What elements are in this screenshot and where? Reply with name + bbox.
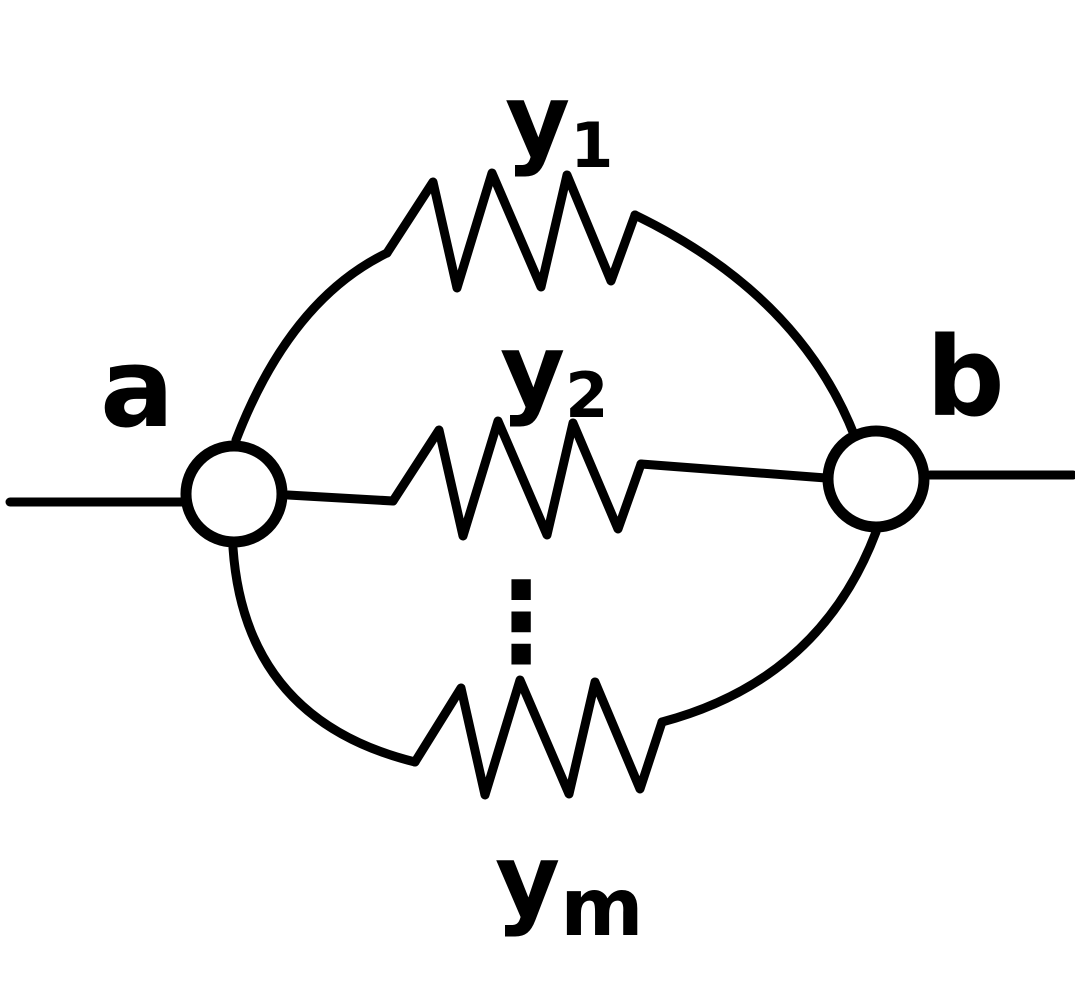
resistor-m-symbol: y	[495, 822, 560, 939]
branch-1-right-wire	[630, 210, 860, 442]
resistor-m-subscript: m	[560, 861, 643, 954]
node-b-label: b	[926, 313, 1005, 441]
resistor-1-subscript: 1	[570, 109, 613, 182]
resistor-2-zigzag	[388, 416, 646, 541]
node-a-circle	[180, 440, 288, 548]
branch-1-left-wire	[231, 248, 392, 445]
branch-m-right-wire	[657, 527, 881, 727]
branch-2-right-wire	[636, 459, 831, 483]
branch-ellipsis: ⋮	[466, 558, 576, 686]
resistor-1-label: y1	[505, 62, 613, 182]
resistor-2-subscript: 2	[565, 359, 608, 432]
node-b-circle	[822, 425, 930, 533]
resistor-m-label: ym	[495, 822, 644, 954]
node-a-label: a	[100, 324, 174, 452]
resistor-2-label: y2	[500, 312, 608, 432]
resistor-m-zigzag	[410, 675, 667, 800]
resistor-2-symbol: y	[500, 312, 565, 429]
resistor-1-symbol: y	[505, 62, 570, 179]
branch-2-left-wire	[283, 490, 398, 506]
branch-m-left-wire	[228, 543, 420, 767]
resistor-1-zigzag	[382, 168, 640, 293]
